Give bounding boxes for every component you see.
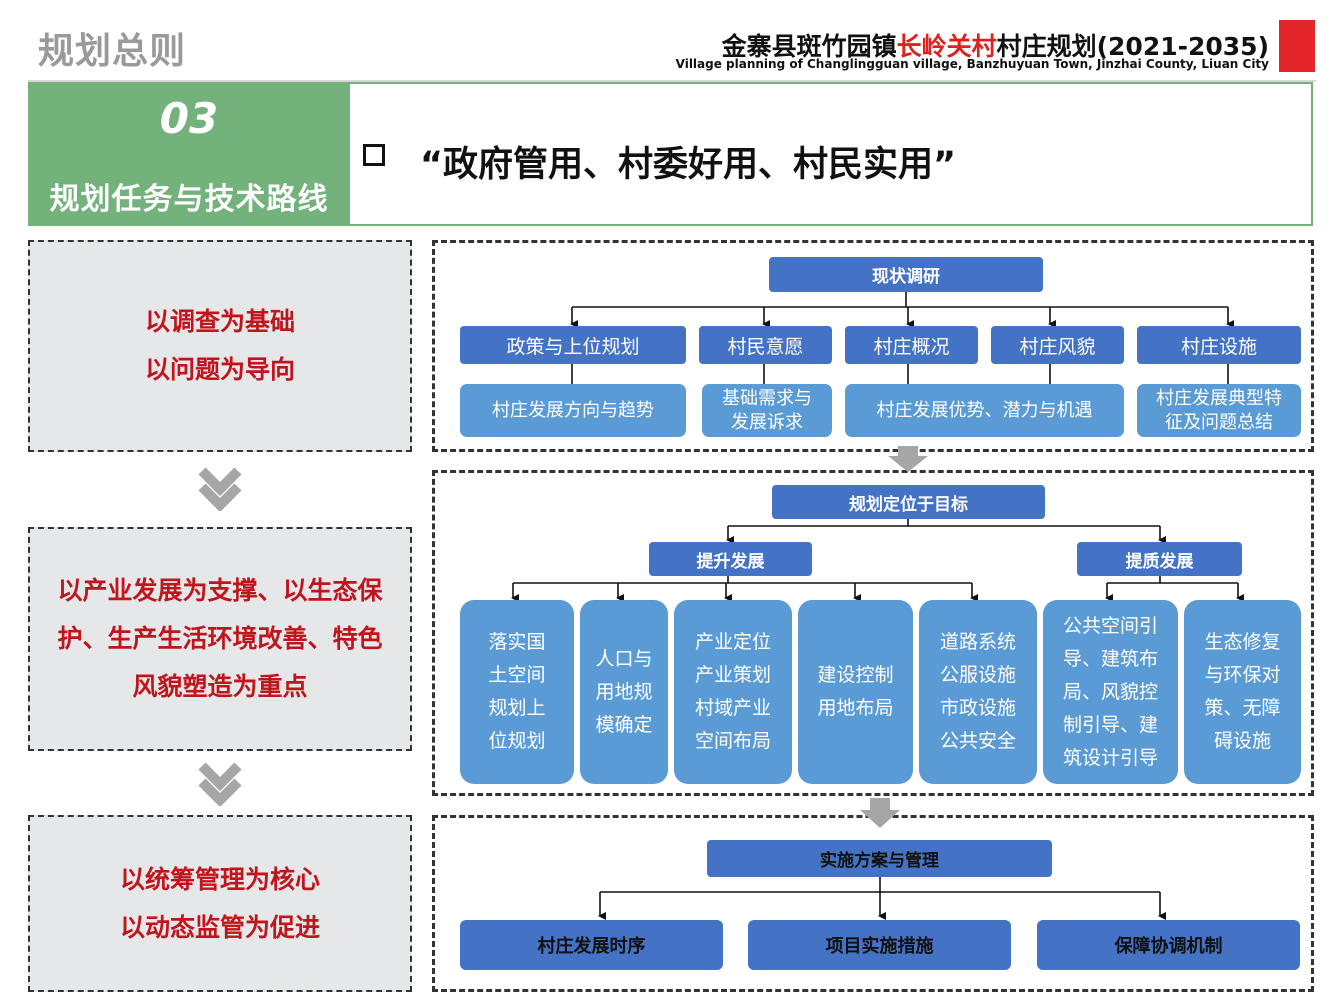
checkbox-bullet-icon xyxy=(363,144,385,166)
node-task: 生态修复与环保对策、无障碍设施 xyxy=(1184,600,1301,784)
node-planning-root: 规划定位于目标 xyxy=(772,485,1045,519)
node-implementation-item: 保障协调机制 xyxy=(1037,920,1300,970)
principle-box-1: 以调查为基础以问题为导向 xyxy=(28,240,412,452)
node-implementation-root: 实施方案与管理 xyxy=(707,840,1052,877)
stage-frame-survey xyxy=(432,240,1314,452)
principle-box-2: 以产业发展为支撑、以生态保护、生产生活环境改善、特色风貌塑造为重点 xyxy=(28,527,412,751)
chevron-down-icon xyxy=(198,762,242,806)
principle-line: 以调查为基础 xyxy=(144,307,295,336)
section-title: 规划总则 xyxy=(38,31,187,72)
node-finding: 村庄发展方向与趋势 xyxy=(460,384,686,437)
principle-box-3: 以统筹管理为核心以动态监管为促进 xyxy=(28,815,412,992)
principle-line: 以统筹管理为核心 xyxy=(119,864,320,894)
node-category: 政策与上位规划 xyxy=(460,326,686,364)
node-task: 产业定位产业策划村域产业空间布局 xyxy=(674,600,792,784)
project-title: 金寨县斑竹园镇长岭关村村庄规划(2021-2035) xyxy=(722,27,1269,63)
chapter-label: 规划任务与技术路线 xyxy=(49,182,329,217)
node-survey-root: 现状调研 xyxy=(769,257,1043,292)
slogan-panel: “政府管用、村委好用、村民实用” xyxy=(350,82,1313,226)
node-task: 落实国土空间规划上位规划 xyxy=(460,600,574,784)
node-task: 建设控制用地布局 xyxy=(798,600,913,784)
node-task: 人口与用地规模确定 xyxy=(580,600,668,784)
project-title-english: Village planning of Changlingguan villag… xyxy=(675,57,1269,71)
project-title-highlight: 长岭关村 xyxy=(896,32,997,61)
node-category: 村庄概况 xyxy=(845,326,978,364)
principle-line: 风貌塑造为重点 xyxy=(132,672,308,701)
node-finding: 基础需求与发展诉求 xyxy=(702,384,832,437)
slogan-text: “政府管用、村委好用、村民实用” xyxy=(420,145,957,185)
node-finding: 村庄发展典型特征及问题总结 xyxy=(1137,384,1301,437)
node-task: 道路系统公服设施市政设施公共安全 xyxy=(919,600,1037,784)
project-title-suffix: 村庄规划(2021-2035) xyxy=(996,32,1269,61)
node-finding: 村庄发展优势、潜力与机遇 xyxy=(845,384,1124,437)
node-implementation-item: 项目实施措施 xyxy=(748,920,1011,970)
principle-line: 以问题为导向 xyxy=(144,355,295,384)
chapter-number: 03 xyxy=(159,94,219,143)
node-task: 公共空间引导、建筑布局、风貌控制引导、建筑设计引导 xyxy=(1043,600,1178,784)
node-branch-upgrade: 提升发展 xyxy=(649,542,812,576)
principle-line: 以动态监管为促进 xyxy=(119,912,320,942)
stage-frame-planning xyxy=(432,470,1314,796)
chevron-down-icon xyxy=(198,467,242,511)
node-category: 村庄风貌 xyxy=(991,326,1124,364)
header-divider xyxy=(28,80,1316,82)
node-branch-quality: 提质发展 xyxy=(1077,542,1242,576)
node-implementation-item: 村庄发展时序 xyxy=(460,920,723,970)
principle-line: 护、生产生活环境改善、特色 xyxy=(57,624,383,653)
chapter-badge: 03 规划任务与技术路线 xyxy=(28,82,350,226)
brand-red-block xyxy=(1279,20,1315,72)
node-category: 村庄设施 xyxy=(1137,326,1301,364)
project-title-prefix: 金寨县斑竹园镇 xyxy=(721,32,897,61)
principle-line: 以产业发展为支撑、以生态保 xyxy=(57,576,383,605)
node-category: 村民意愿 xyxy=(699,326,832,364)
